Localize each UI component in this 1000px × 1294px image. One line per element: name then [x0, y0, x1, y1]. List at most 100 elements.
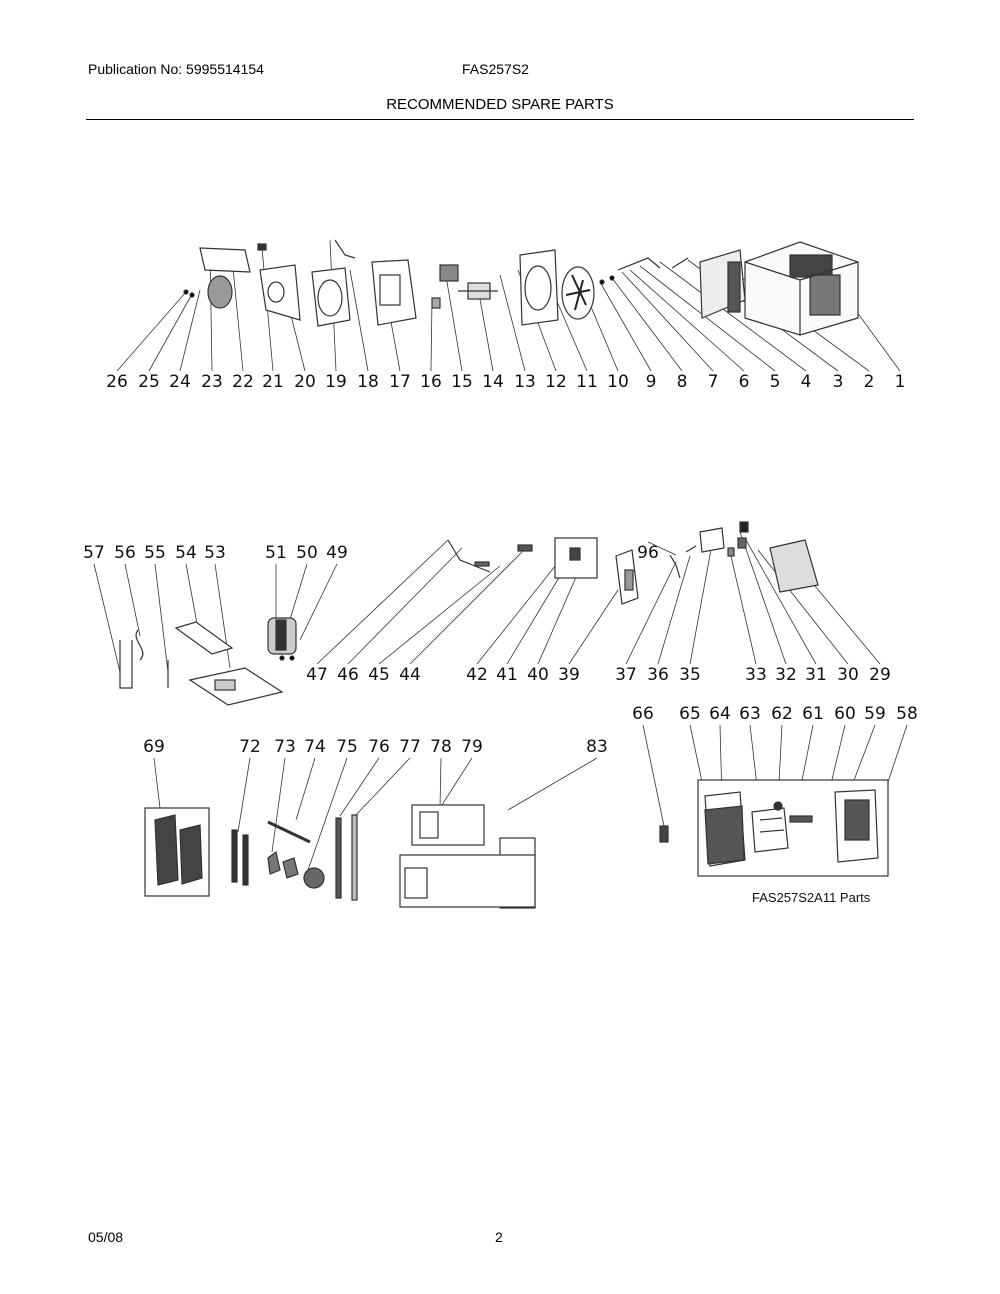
leader-line: [625, 561, 677, 665]
leader-line: [439, 757, 473, 809]
callout-label: 74: [304, 737, 326, 757]
fan-sketch: [519, 249, 595, 326]
leader-line: [231, 257, 244, 372]
callout-label: 55: [144, 543, 166, 563]
leader-line: [179, 289, 201, 372]
callout-label: 5: [770, 372, 781, 392]
compressor-sketch: [267, 617, 297, 661]
leader-line: [689, 543, 713, 665]
callout-label: 10: [607, 372, 629, 392]
callout-label: 1: [895, 372, 906, 392]
leader-line: [93, 563, 121, 673]
leader-line: [476, 559, 561, 665]
side-curtain-sketch: [154, 814, 203, 886]
leader-line: [745, 539, 817, 665]
callout-label: 46: [337, 665, 359, 685]
callout-label: 41: [496, 665, 518, 685]
page-title: RECOMMENDED SPARE PARTS: [386, 96, 614, 113]
leader-line: [307, 757, 348, 871]
callout-label: 21: [262, 372, 284, 392]
callout-label: 72: [239, 737, 261, 757]
leader-line: [349, 269, 369, 372]
leader-line: [887, 724, 908, 783]
callout-label: 40: [527, 665, 549, 685]
leader-line: [499, 274, 526, 372]
callout-label: 78: [430, 737, 452, 757]
leader-line: [439, 757, 442, 809]
condenser-sketch: [699, 249, 746, 319]
base-pan-sketch: [188, 667, 284, 706]
footer-page-number: 2: [495, 1229, 503, 1245]
callout-label: 4: [801, 372, 812, 392]
callout-label: 42: [466, 665, 488, 685]
scroll-sketch: [259, 264, 301, 321]
callout-label: 24: [169, 372, 191, 392]
leader-line: [271, 757, 286, 853]
leader-line: [814, 585, 881, 665]
callout-label: 77: [399, 737, 421, 757]
leader-line: [639, 265, 776, 372]
motor-sketch: [458, 282, 498, 300]
leader-line: [599, 281, 652, 372]
leader-line: [214, 563, 231, 669]
callout-label: 57: [83, 543, 105, 563]
housing-sketch: [371, 259, 417, 326]
leader-line: [116, 291, 187, 372]
callout-label: 96: [637, 543, 659, 563]
row1-parts: [183, 239, 859, 336]
callout-label: 8: [677, 372, 688, 392]
callout-label: 61: [802, 704, 824, 724]
callout-label: 62: [771, 704, 793, 724]
leader-line: [153, 757, 161, 809]
callout-label: 25: [138, 372, 160, 392]
header-divider: [86, 119, 914, 120]
callout-label: 36: [647, 665, 669, 685]
coil-sketch: [119, 629, 169, 689]
leader-line: [316, 539, 449, 665]
callout-label: 35: [679, 665, 701, 685]
leader-line: [287, 563, 308, 627]
leader-line: [347, 547, 463, 665]
callout-label: 20: [294, 372, 316, 392]
leader-line: [642, 724, 665, 827]
leader-line: [477, 287, 494, 372]
callout-label: 39: [558, 665, 580, 685]
leader-line: [621, 271, 714, 372]
callout-label: 17: [389, 372, 411, 392]
callout-label: 51: [265, 543, 287, 563]
kit-caption: FAS257S2A11 Parts: [752, 890, 871, 905]
callout-label: 76: [368, 737, 390, 757]
callout-label: 83: [586, 737, 608, 757]
callout-label: 79: [461, 737, 483, 757]
callout-label: 16: [420, 372, 442, 392]
leader-line: [154, 563, 169, 673]
callout-label: 58: [896, 704, 918, 724]
callout-label: 19: [325, 372, 347, 392]
row2-parts: [119, 521, 819, 706]
callout-label: 23: [201, 372, 223, 392]
callout-label: 53: [204, 543, 226, 563]
callout-label: 47: [306, 665, 328, 685]
leader-line: [237, 757, 251, 833]
leader-line: [647, 541, 677, 556]
blower-sketch: [199, 247, 251, 309]
callout-label: 22: [232, 372, 254, 392]
callout-label: 69: [143, 737, 165, 757]
shroud-sketch: [311, 267, 351, 327]
callout-label: 50: [296, 543, 318, 563]
callout-label: 65: [679, 704, 701, 724]
leader-line: [507, 757, 598, 811]
callout-label: 13: [514, 372, 536, 392]
callout-label: 15: [451, 372, 473, 392]
callout-label: 3: [833, 372, 844, 392]
callout-label: 73: [274, 737, 296, 757]
callout-label: 32: [775, 665, 797, 685]
callout-label: 66: [632, 704, 654, 724]
leader-line: [444, 269, 463, 372]
leader-line: [299, 563, 338, 641]
leader-line: [339, 757, 380, 817]
callout-label: 30: [837, 665, 859, 685]
leader-line: [378, 565, 501, 665]
callout-label: 7: [708, 372, 719, 392]
